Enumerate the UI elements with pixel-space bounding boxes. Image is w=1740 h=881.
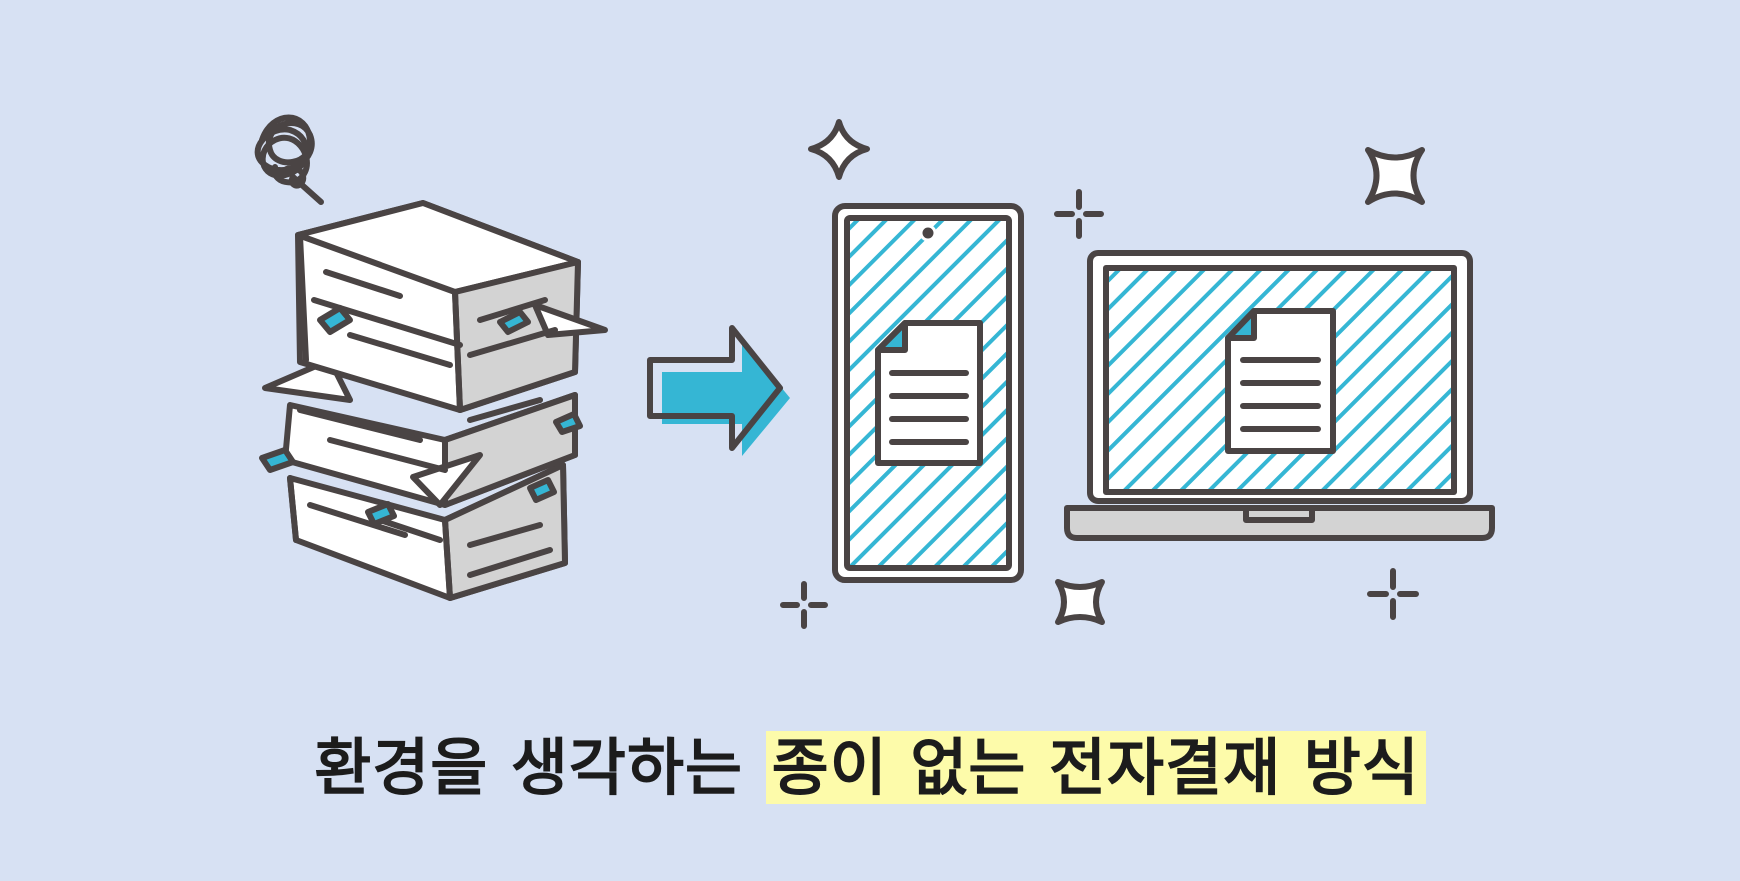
sparkle-icon bbox=[808, 119, 870, 180]
sparkle-icon bbox=[780, 581, 828, 629]
caption: 환경을 생각하는 종이 없는 전자결재 방식 bbox=[0, 722, 1740, 814]
paper-stack-icon bbox=[259, 200, 608, 601]
sparkle-icon bbox=[1367, 568, 1419, 620]
document-icon bbox=[875, 320, 983, 466]
document-icon bbox=[1225, 308, 1336, 454]
scribble-icon bbox=[254, 114, 324, 205]
sparkle-icon bbox=[1054, 189, 1104, 239]
right-arrow-icon bbox=[647, 325, 790, 456]
sparkle-icon bbox=[1365, 147, 1425, 205]
sparkle-icon bbox=[1055, 579, 1105, 625]
caption-highlight-text: 종이 없는 전자결재 방식 bbox=[765, 731, 1426, 804]
caption-plain-text: 환경을 생각하는 bbox=[314, 731, 744, 804]
